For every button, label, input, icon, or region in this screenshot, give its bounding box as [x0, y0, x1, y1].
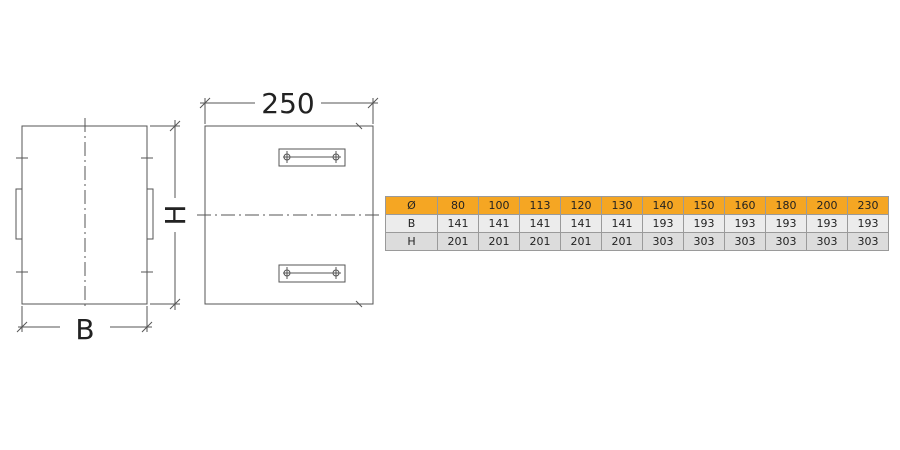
- diameter-symbol: Ø: [385, 196, 438, 215]
- table-header-row: Ø 80 100 113 120 130 140 150 160 180 200…: [385, 196, 889, 215]
- depth-label: B: [75, 313, 94, 346]
- table-row: B 141 141 141 141 141 193 193 193 193 19…: [385, 214, 889, 233]
- table-cell: 303: [724, 232, 766, 251]
- table-cell: 150: [683, 196, 725, 215]
- table-cell: 141: [437, 214, 479, 233]
- table-cell: 193: [642, 214, 684, 233]
- table-cell: 141: [560, 214, 602, 233]
- table-cell: 141: [478, 214, 520, 233]
- table-cell: 113: [519, 196, 561, 215]
- side-view-left-tab: [15, 188, 23, 240]
- width-label: 250: [261, 87, 314, 120]
- table-cell: 80: [437, 196, 479, 215]
- table-cell: 141: [519, 214, 561, 233]
- table-cell: 193: [806, 214, 848, 233]
- table-cell: 160: [724, 196, 766, 215]
- height-label: H: [159, 204, 192, 225]
- table-cell: 201: [437, 232, 479, 251]
- table-cell: 200: [806, 196, 848, 215]
- upper-slot: [278, 148, 346, 167]
- table-cell: 303: [765, 232, 807, 251]
- table-cell: 180: [765, 196, 807, 215]
- table-cell: 303: [806, 232, 848, 251]
- row-label: B: [385, 214, 438, 233]
- table-cell: 230: [847, 196, 889, 215]
- table-cell: 141: [601, 214, 643, 233]
- table-cell: 193: [683, 214, 725, 233]
- table-cell: 303: [642, 232, 684, 251]
- table-cell: 140: [642, 196, 684, 215]
- table-cell: 201: [560, 232, 602, 251]
- side-view-right-tab: [146, 188, 154, 240]
- table-cell: 193: [765, 214, 807, 233]
- table-cell: 303: [683, 232, 725, 251]
- row-label: H: [385, 232, 438, 251]
- table-cell: 303: [847, 232, 889, 251]
- table-cell: 130: [601, 196, 643, 215]
- table-cell: 201: [478, 232, 520, 251]
- table-cell: 201: [601, 232, 643, 251]
- table-cell: 120: [560, 196, 602, 215]
- table-cell: 201: [519, 232, 561, 251]
- table-cell: 193: [724, 214, 766, 233]
- lower-slot: [278, 264, 346, 283]
- dimension-table: Ø 80 100 113 120 130 140 150 160 180 200…: [385, 196, 889, 251]
- table-cell: 100: [478, 196, 520, 215]
- table-row: H 201 201 201 201 201 303 303 303 303 30…: [385, 232, 889, 251]
- table-cell: 193: [847, 214, 889, 233]
